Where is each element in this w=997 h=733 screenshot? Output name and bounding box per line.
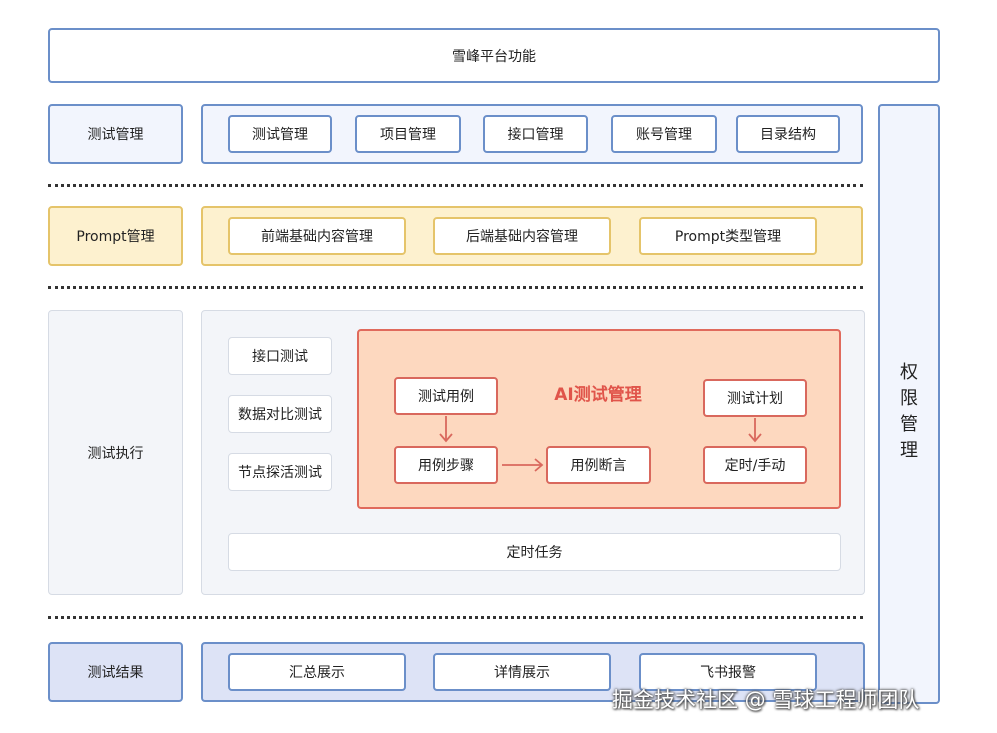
module-frontend-content: 前端基础内容管理 xyxy=(228,217,406,255)
permission-management-column: 权 限 管 理 xyxy=(878,104,940,704)
module-label: 目录结构 xyxy=(760,127,816,143)
module-label: 测试用例 xyxy=(418,389,474,405)
module-summary-display: 汇总展示 xyxy=(228,653,406,691)
ai-case-steps: 用例步骤 xyxy=(394,446,498,484)
module-label: 节点探活测试 xyxy=(238,465,322,481)
row-label-text: 测试管理 xyxy=(87,127,144,143)
module-project-management: 项目管理 xyxy=(355,115,461,153)
row-label-text: 测试执行 xyxy=(87,445,144,462)
arrow-case-to-steps-head xyxy=(439,433,453,443)
module-label: 数据对比测试 xyxy=(238,407,322,423)
module-label: 接口测试 xyxy=(252,349,308,365)
ai-test-case: 测试用例 xyxy=(394,377,498,415)
module-interface-management: 接口管理 xyxy=(483,115,588,153)
module-label: 接口管理 xyxy=(507,127,564,143)
side-char: 理 xyxy=(900,440,918,461)
module-label: 账号管理 xyxy=(636,127,692,143)
module-label: 用例步骤 xyxy=(418,458,474,474)
module-scheduled-task: 定时任务 xyxy=(228,533,841,571)
side-char: 限 xyxy=(900,388,918,409)
row-label-text: 测试结果 xyxy=(87,665,144,681)
module-label: 后端基础内容管理 xyxy=(466,229,578,245)
side-char: 管 xyxy=(900,414,918,435)
module-label: 定时任务 xyxy=(506,545,563,561)
module-account-management: 账号管理 xyxy=(611,115,717,153)
module-feishu-alert: 飞书报警 xyxy=(639,653,817,691)
module-backend-content: 后端基础内容管理 xyxy=(433,217,611,255)
module-data-compare-test: 数据对比测试 xyxy=(228,395,332,433)
row-label-test-management: 测试管理 xyxy=(48,104,183,164)
ai-test-management-title: AI测试管理 xyxy=(554,385,642,405)
module-prompt-type: Prompt类型管理 xyxy=(639,217,817,255)
arrow-steps-to-assert-head xyxy=(534,458,544,472)
module-detail-display: 详情展示 xyxy=(433,653,611,691)
module-label: 飞书报警 xyxy=(700,665,756,681)
module-label: 前端基础内容管理 xyxy=(261,229,373,245)
module-label: 汇总展示 xyxy=(289,665,345,681)
ai-case-assertion: 用例断言 xyxy=(546,446,651,484)
module-label: 测试计划 xyxy=(727,391,783,407)
arrow-plan-to-trigger-head xyxy=(748,433,762,443)
module-label: 定时/手动 xyxy=(724,458,786,474)
module-label: 项目管理 xyxy=(380,127,436,143)
ai-test-plan: 测试计划 xyxy=(703,379,807,417)
platform-title: 雪峰平台功能 xyxy=(48,28,940,83)
module-label: 用例断言 xyxy=(570,458,627,474)
module-test-management: 测试管理 xyxy=(228,115,332,153)
module-node-probe-test: 节点探活测试 xyxy=(228,453,332,491)
divider-1 xyxy=(48,184,863,187)
divider-3 xyxy=(48,616,863,619)
module-label: Prompt类型管理 xyxy=(674,229,782,245)
watermark: 掘金技术社区 @ 雪球工程师团队 xyxy=(612,688,920,712)
row-label-prompt-management: Prompt管理 xyxy=(48,206,183,266)
module-interface-test: 接口测试 xyxy=(228,337,332,375)
ai-trigger-mode: 定时/手动 xyxy=(703,446,807,484)
divider-2 xyxy=(48,286,863,289)
module-label: 详情展示 xyxy=(494,665,550,681)
module-label: 测试管理 xyxy=(252,127,308,143)
side-char: 权 xyxy=(900,362,918,383)
module-directory-structure: 目录结构 xyxy=(736,115,840,153)
row-label-test-execution: 测试执行 xyxy=(48,310,183,595)
row-label-text: Prompt管理 xyxy=(76,229,155,245)
row-label-test-result: 测试结果 xyxy=(48,642,183,702)
platform-title-text: 雪峰平台功能 xyxy=(452,48,536,65)
